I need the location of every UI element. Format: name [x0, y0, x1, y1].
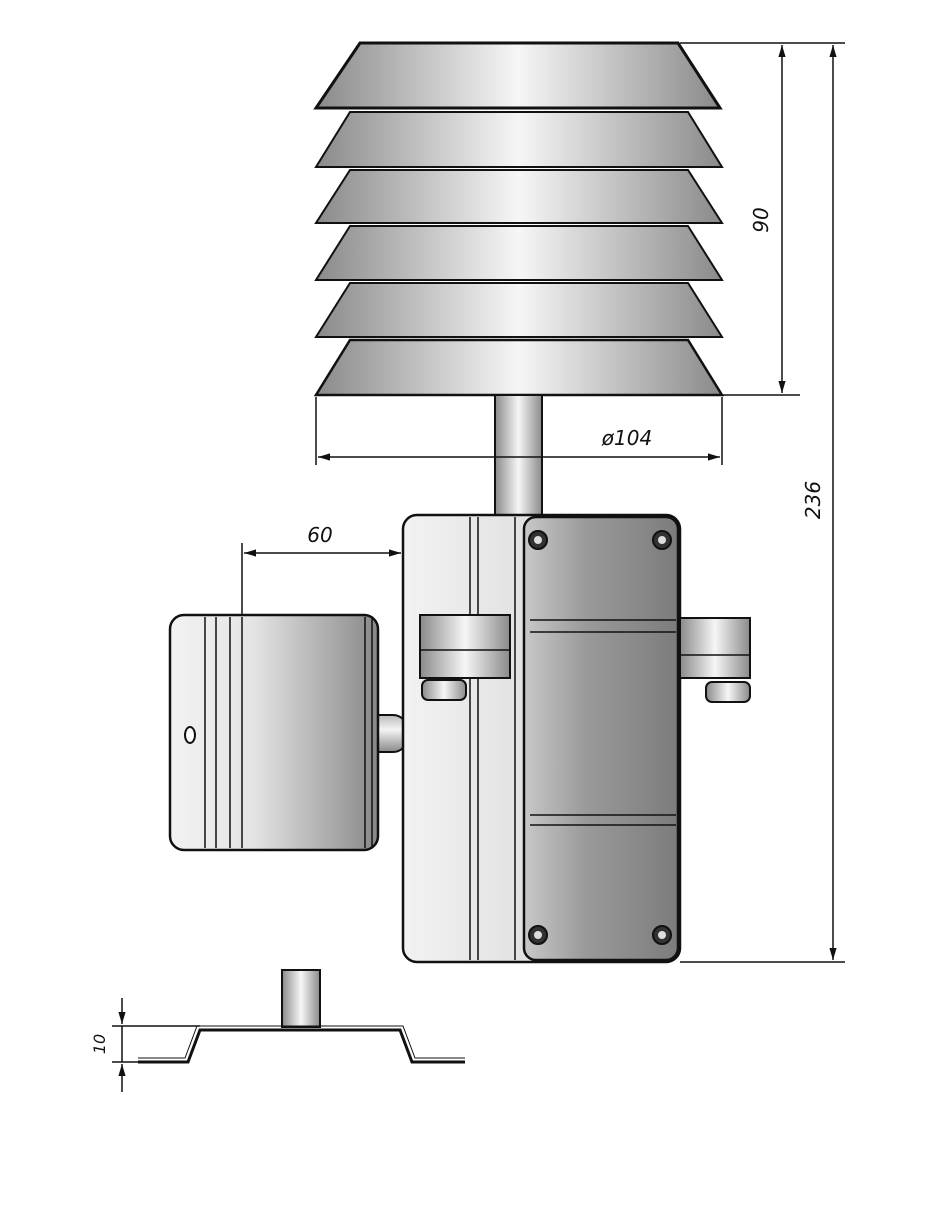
mast [494, 394, 543, 518]
dim-rail-height: 10 [90, 1034, 109, 1054]
mounting-bracket-left [419, 614, 511, 701]
din-rail-profile [138, 969, 465, 1064]
hole-icon [184, 726, 196, 744]
mounting-bracket-right [679, 617, 751, 703]
sensor-cylinder [168, 613, 408, 852]
dim-total-height: 236 [801, 481, 825, 519]
screw-icon [528, 530, 672, 945]
dim-shield-height: 90 [749, 207, 773, 232]
dim-shield-diameter: ø104 [601, 426, 652, 450]
dimension-lines [112, 42, 845, 1092]
radiation-shield [313, 41, 725, 397]
dim-bracket-offset: 60 [307, 523, 332, 547]
enclosure-box [401, 513, 682, 964]
